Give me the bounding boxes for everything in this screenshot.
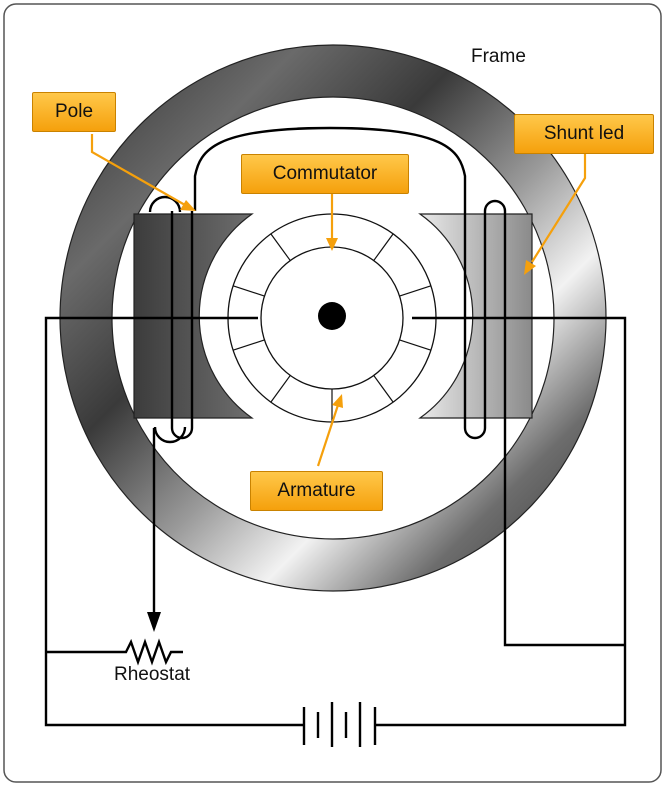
field-winding <box>148 126 625 647</box>
shaft <box>318 302 346 330</box>
shunt-led-callout: Shunt led <box>514 114 654 154</box>
commutator-callout: Commutator <box>241 154 409 194</box>
commutator-segment-divider <box>232 285 265 297</box>
commutator-segment-divider <box>270 233 291 261</box>
commutator-segment-divider <box>399 339 432 351</box>
leader-arrowheads <box>180 200 536 408</box>
commutator-segment-divider <box>373 233 394 261</box>
external-circuit <box>44 316 627 727</box>
rheostat-arrow <box>147 612 161 632</box>
motor-frame <box>59 44 607 592</box>
commutator-segment-divider <box>270 375 291 403</box>
frame-label: Frame <box>471 46 526 67</box>
commutator-segment-divider <box>373 375 394 403</box>
rheostat-label: Rheostat <box>114 664 191 685</box>
leader-lines <box>90 134 587 467</box>
commutator-segment-divider <box>399 285 432 297</box>
commutator-segment-divider <box>232 339 265 351</box>
battery <box>302 702 377 747</box>
pole-callout: Pole <box>32 92 116 132</box>
armature-callout: Armature <box>250 471 383 511</box>
